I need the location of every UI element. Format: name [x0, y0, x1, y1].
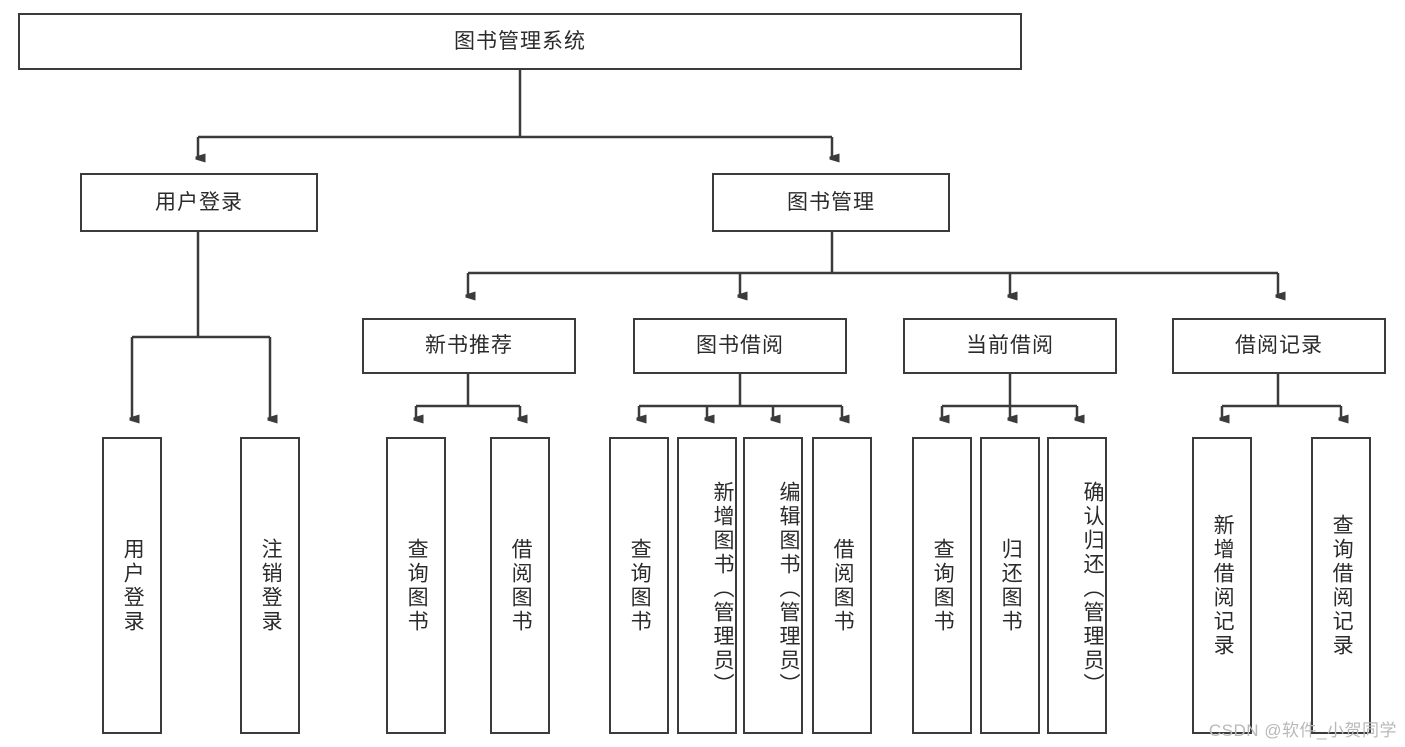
leaf-query-book-current[interactable]: 查询图书 — [912, 437, 972, 734]
leaf-query-borrow-record[interactable]: 查询借阅记录 — [1311, 437, 1371, 734]
node-label: 新书推荐 — [425, 334, 513, 358]
node-label: 归还图书 — [999, 537, 1023, 634]
node-book-borrow[interactable]: 图书借阅 — [633, 318, 847, 374]
node-user-login[interactable]: 用户登录 — [80, 173, 318, 232]
leaf-return-book[interactable]: 归还图书 — [980, 437, 1040, 734]
node-label: 用户登录 — [121, 537, 145, 634]
node-label: 用户登录 — [155, 190, 243, 214]
node-label: 查询图书 — [931, 537, 955, 634]
node-label: 确认归还（管理员） — [1081, 480, 1104, 697]
node-label: 图书管理 — [787, 190, 875, 214]
node-label: 新增图书（管理员） — [711, 480, 734, 697]
csdn-watermark: CSDN @软件_小贺同学 — [1208, 721, 1397, 740]
leaf-add-borrow-record[interactable]: 新增借阅记录 — [1192, 437, 1252, 734]
node-current-borrow[interactable]: 当前借阅 — [903, 318, 1117, 374]
node-new-book-recommend[interactable]: 新书推荐 — [362, 318, 576, 374]
leaf-borrow-book[interactable]: 借阅图书 — [812, 437, 872, 734]
node-label: 图书管理系统 — [454, 29, 586, 53]
leaf-user-login[interactable]: 用户登录 — [102, 437, 162, 734]
node-label: 图书借阅 — [696, 334, 784, 358]
leaf-add-book-admin[interactable]: 新增图书（管理员） — [677, 437, 737, 734]
leaf-borrow-book-new[interactable]: 借阅图书 — [490, 437, 550, 734]
leaf-logout-login[interactable]: 注销登录 — [240, 437, 300, 734]
node-label: 查询图书 — [405, 537, 429, 634]
node-label: 借阅图书 — [509, 537, 533, 634]
node-label: 新增借阅记录 — [1211, 513, 1235, 658]
node-label: 编辑图书（管理员） — [777, 480, 800, 697]
node-root-book-management-system[interactable]: 图书管理系统 — [18, 13, 1022, 70]
node-label: 当前借阅 — [966, 334, 1054, 358]
node-label: 注销登录 — [259, 537, 283, 634]
node-book-management[interactable]: 图书管理 — [712, 173, 950, 232]
node-label: 借阅记录 — [1235, 334, 1323, 358]
node-label: 借阅图书 — [831, 537, 855, 634]
leaf-query-book-borrow[interactable]: 查询图书 — [609, 437, 669, 734]
leaf-edit-book-admin[interactable]: 编辑图书（管理员） — [743, 437, 803, 734]
node-borrow-record[interactable]: 借阅记录 — [1172, 318, 1386, 374]
node-label: 查询借阅记录 — [1330, 513, 1354, 658]
leaf-confirm-return-admin[interactable]: 确认归还（管理员） — [1047, 437, 1107, 734]
node-label: 查询图书 — [628, 537, 652, 634]
leaf-query-book-new[interactable]: 查询图书 — [386, 437, 446, 734]
